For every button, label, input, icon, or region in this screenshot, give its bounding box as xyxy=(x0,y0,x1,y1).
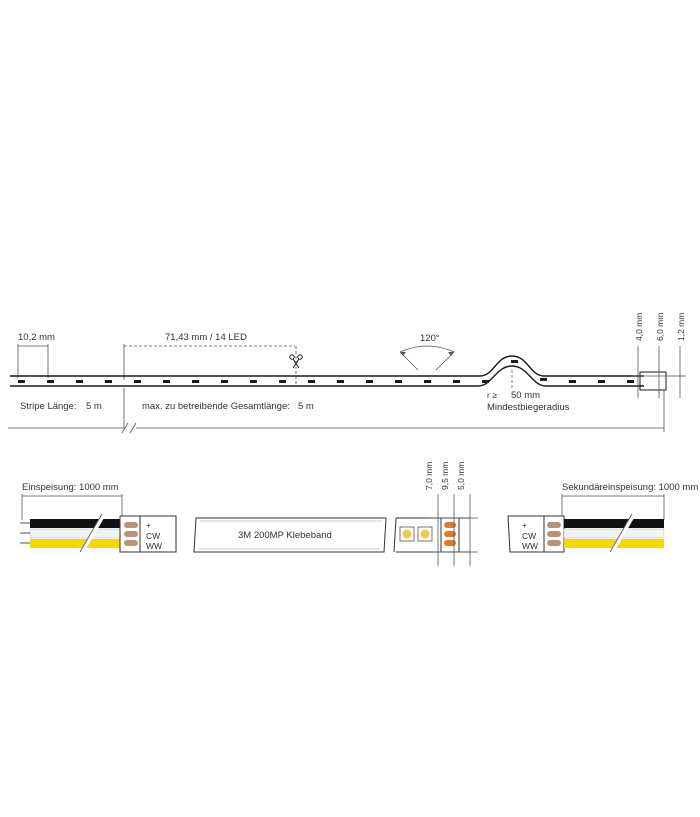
left-feed-connector: Einspeisung: 1000 mm + CW WW xyxy=(20,482,177,554)
radius-value: 50 mm xyxy=(511,390,540,401)
led-emitter xyxy=(420,529,430,539)
led-dots-row xyxy=(18,360,634,383)
led-dot xyxy=(337,380,344,383)
led-dot xyxy=(366,380,373,383)
plus-label: + xyxy=(146,520,151,530)
led-dot xyxy=(424,380,431,383)
pitch-dimension-label: 10,2 mm xyxy=(18,332,55,343)
led-dot xyxy=(47,380,54,383)
radius-symbol: r ≥ xyxy=(487,390,497,400)
wire-yellow xyxy=(30,539,122,548)
led-dot xyxy=(395,380,402,383)
break-mark xyxy=(121,422,129,434)
led-dot xyxy=(540,377,547,381)
break-mark xyxy=(129,422,137,434)
dim-5-0-label: 5,0 mm xyxy=(456,462,466,490)
stripe-length-value: 5 m xyxy=(86,401,102,412)
led-dot xyxy=(482,380,489,383)
dim-1-2-label: 1,2 mm xyxy=(676,313,686,341)
arrow-icon xyxy=(400,352,406,356)
wire-white xyxy=(563,528,665,539)
cw-label: CW xyxy=(146,531,160,541)
scissors-icon xyxy=(289,354,303,369)
thickness-dimensions: 4,0 mm 6,0 mm 1,2 mm xyxy=(632,313,686,398)
led-dot xyxy=(569,380,576,383)
break-mark xyxy=(80,512,106,554)
adhesive-tape-view: 3M 200MP Klebeband xyxy=(193,517,387,553)
break-mark xyxy=(609,513,633,553)
led-dot xyxy=(627,380,634,383)
max-length-label: max. zu betreibende Gesamtlänge: xyxy=(142,401,290,412)
tape-label: 3M 200MP Klebeband xyxy=(238,530,332,541)
cut-pad xyxy=(444,531,456,537)
angle-label: 120° xyxy=(420,333,440,344)
led-dot xyxy=(453,380,460,383)
wire-black xyxy=(30,519,122,528)
led-dot xyxy=(163,380,170,383)
solder-pad xyxy=(547,522,561,528)
solder-pad xyxy=(124,522,138,528)
feed-label: Einspeisung: 1000 mm xyxy=(22,482,119,493)
led-dot xyxy=(598,380,605,383)
led-dot xyxy=(250,380,257,383)
ww-label: WW xyxy=(522,541,538,551)
led-dot xyxy=(308,380,315,383)
wire-black xyxy=(564,519,664,528)
dim-6-0-label: 6,0 mm xyxy=(655,313,665,341)
segment-dimension-label: 71,43 mm / 14 LED xyxy=(165,332,247,343)
led-dot xyxy=(511,360,518,364)
end-cap xyxy=(639,371,667,391)
led-strip-side-view xyxy=(10,355,667,391)
solder-pad xyxy=(124,531,138,537)
right-secondary-feed-connector: Sekundäreinspeisung: 1000 mm + CW WW xyxy=(507,482,698,554)
radius-label: Mindestbiegeradius xyxy=(487,402,570,413)
ww-label: WW xyxy=(146,541,162,551)
led-top-view: 7,0 mm 9,5 mm 5,0 mm xyxy=(393,462,478,566)
wire-yellow xyxy=(564,539,664,548)
secondary-feed-label: Sekundäreinspeisung: 1000 mm xyxy=(562,482,698,493)
cut-pad xyxy=(444,522,456,528)
dim-9-5-label: 9,5 mm xyxy=(440,462,450,490)
led-dot xyxy=(105,380,112,383)
wire-white xyxy=(29,528,123,539)
cw-label: CW xyxy=(522,531,536,541)
led-dot xyxy=(134,380,141,383)
plus-label: + xyxy=(522,520,527,530)
solder-pad xyxy=(124,540,138,546)
strip-end xyxy=(139,515,177,553)
strip-profile-section: 10,2 mm 71,43 mm / 14 LED 120° xyxy=(8,313,686,434)
arrow-icon xyxy=(448,352,454,356)
break-mark xyxy=(610,512,636,554)
led-emitter xyxy=(402,529,412,539)
dim-4-0-label: 4,0 mm xyxy=(634,313,644,341)
led-dot xyxy=(279,380,286,383)
led-dot xyxy=(76,380,83,383)
solder-pad xyxy=(547,531,561,537)
tape-outline xyxy=(193,517,387,553)
dim-7-0-label: 7,0 mm xyxy=(424,462,434,490)
cut-pad xyxy=(444,540,456,546)
led-dot xyxy=(192,380,199,383)
solder-pad xyxy=(547,540,561,546)
angle-arc xyxy=(399,345,455,353)
max-length-value: 5 m xyxy=(298,401,314,412)
break-mark xyxy=(79,513,103,553)
led-dot xyxy=(18,380,25,383)
stripe-length-label: Stripe Länge: xyxy=(20,401,77,412)
led-dot xyxy=(221,380,228,383)
